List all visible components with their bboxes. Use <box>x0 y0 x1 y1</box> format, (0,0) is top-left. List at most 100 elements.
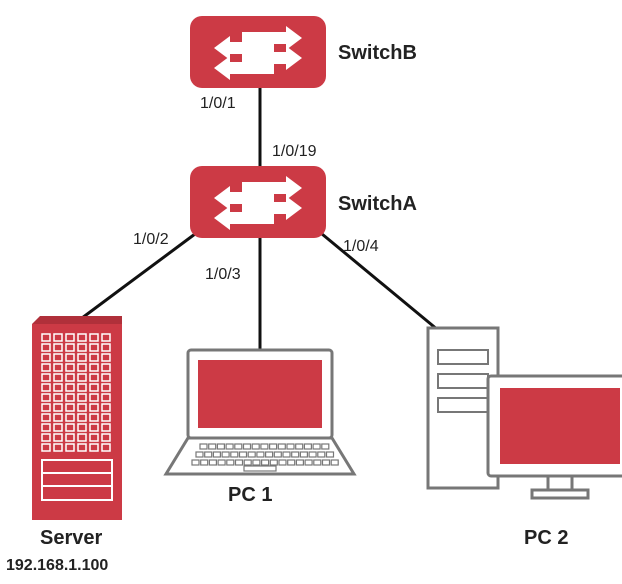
server-vent <box>89 353 99 362</box>
laptop-key <box>208 459 218 466</box>
server-vent <box>77 443 87 452</box>
server-vent <box>41 423 51 432</box>
switchb-label: SwitchB <box>338 42 417 64</box>
laptop-key <box>312 443 321 450</box>
server-vent <box>101 343 111 352</box>
laptop-key <box>264 451 274 458</box>
server-vent <box>65 403 75 412</box>
server-vent <box>41 343 51 352</box>
server-vent <box>89 383 99 392</box>
laptop-key <box>268 443 278 450</box>
server-vent <box>41 333 51 342</box>
server-vent <box>89 413 99 422</box>
server-vent <box>65 343 75 352</box>
server-vent <box>77 363 87 372</box>
server-vent <box>65 433 75 442</box>
laptop-key <box>208 443 217 450</box>
laptop-key <box>199 443 208 450</box>
server-vent <box>65 333 75 342</box>
laptop-icon <box>163 348 357 476</box>
laptop-key <box>200 459 209 466</box>
laptop-key <box>195 451 204 458</box>
server-label: Server <box>40 527 103 549</box>
server-vent <box>77 403 87 412</box>
laptop-key <box>321 459 331 466</box>
laptop-key <box>325 451 335 458</box>
laptop-key <box>242 443 252 450</box>
server-vent <box>41 363 51 372</box>
laptop-key <box>304 459 313 466</box>
server-vent <box>101 413 111 422</box>
server-vent <box>53 343 63 352</box>
laptop-key <box>260 459 270 466</box>
laptop-key <box>299 451 308 458</box>
server-vent <box>77 423 87 432</box>
server-vent <box>65 353 75 362</box>
server-vent <box>65 423 75 432</box>
server-vent <box>41 393 51 402</box>
laptop-key <box>221 451 230 458</box>
desktop-computer-icon <box>426 326 622 500</box>
laptop-key <box>317 451 326 458</box>
port-label-1-0-19: 1/0/19 <box>272 143 317 160</box>
server-vent <box>65 413 75 422</box>
server-vent <box>77 383 87 392</box>
pc1-label: PC 1 <box>228 484 273 506</box>
laptop-key <box>321 443 330 450</box>
server-vent <box>53 353 63 362</box>
server-vent <box>101 353 111 362</box>
laptop-key <box>278 459 287 466</box>
laptop-key <box>295 443 304 450</box>
laptop-key <box>273 451 282 458</box>
laptop-key <box>212 451 222 458</box>
server-vent <box>41 353 51 362</box>
server-vent <box>77 393 87 402</box>
server-vent <box>77 373 87 382</box>
laptop-key <box>313 459 322 466</box>
server-vent <box>65 443 75 452</box>
laptop-key <box>216 443 226 450</box>
laptop-key <box>330 459 339 466</box>
server-vent <box>89 373 99 382</box>
server-vent <box>101 373 111 382</box>
switcha-label: SwitchA <box>338 193 417 215</box>
server-vent <box>89 423 99 432</box>
links <box>80 86 440 354</box>
link-switcha-server <box>80 232 197 320</box>
server-vent <box>89 443 99 452</box>
server-vent <box>53 373 63 382</box>
laptop-key <box>234 443 243 450</box>
server-vent <box>101 443 111 452</box>
laptop-key <box>238 451 248 458</box>
server-vent <box>89 433 99 442</box>
server-vent <box>101 333 111 342</box>
server-vent <box>41 413 51 422</box>
laptop-key <box>225 443 234 450</box>
server-vent <box>77 433 87 442</box>
laptop-key <box>230 451 239 458</box>
laptop-key <box>191 459 200 466</box>
server-ip-label: 192.168.1.100 <box>6 557 109 574</box>
server-vent <box>65 363 75 372</box>
port-label-1-0-3: 1/0/3 <box>205 266 241 283</box>
laptop-key <box>303 443 312 450</box>
server-vent <box>53 413 63 422</box>
server-vent <box>41 433 51 442</box>
laptop-key <box>251 443 260 450</box>
server-vent <box>41 443 51 452</box>
server-vent <box>89 393 99 402</box>
server-vent <box>89 343 99 352</box>
server-vent <box>53 443 63 452</box>
link-switcha-pc2 <box>320 232 440 332</box>
server-vent <box>101 403 111 412</box>
server-vent <box>65 373 75 382</box>
laptop-key <box>256 451 265 458</box>
server-vent <box>101 433 111 442</box>
laptop-key <box>287 459 296 466</box>
server-vent <box>41 383 51 392</box>
laptop-key <box>269 459 278 466</box>
server-vent <box>101 383 111 392</box>
port-label-1-0-1: 1/0/1 <box>200 95 236 112</box>
laptop-key <box>234 459 244 466</box>
server-vent <box>65 393 75 402</box>
